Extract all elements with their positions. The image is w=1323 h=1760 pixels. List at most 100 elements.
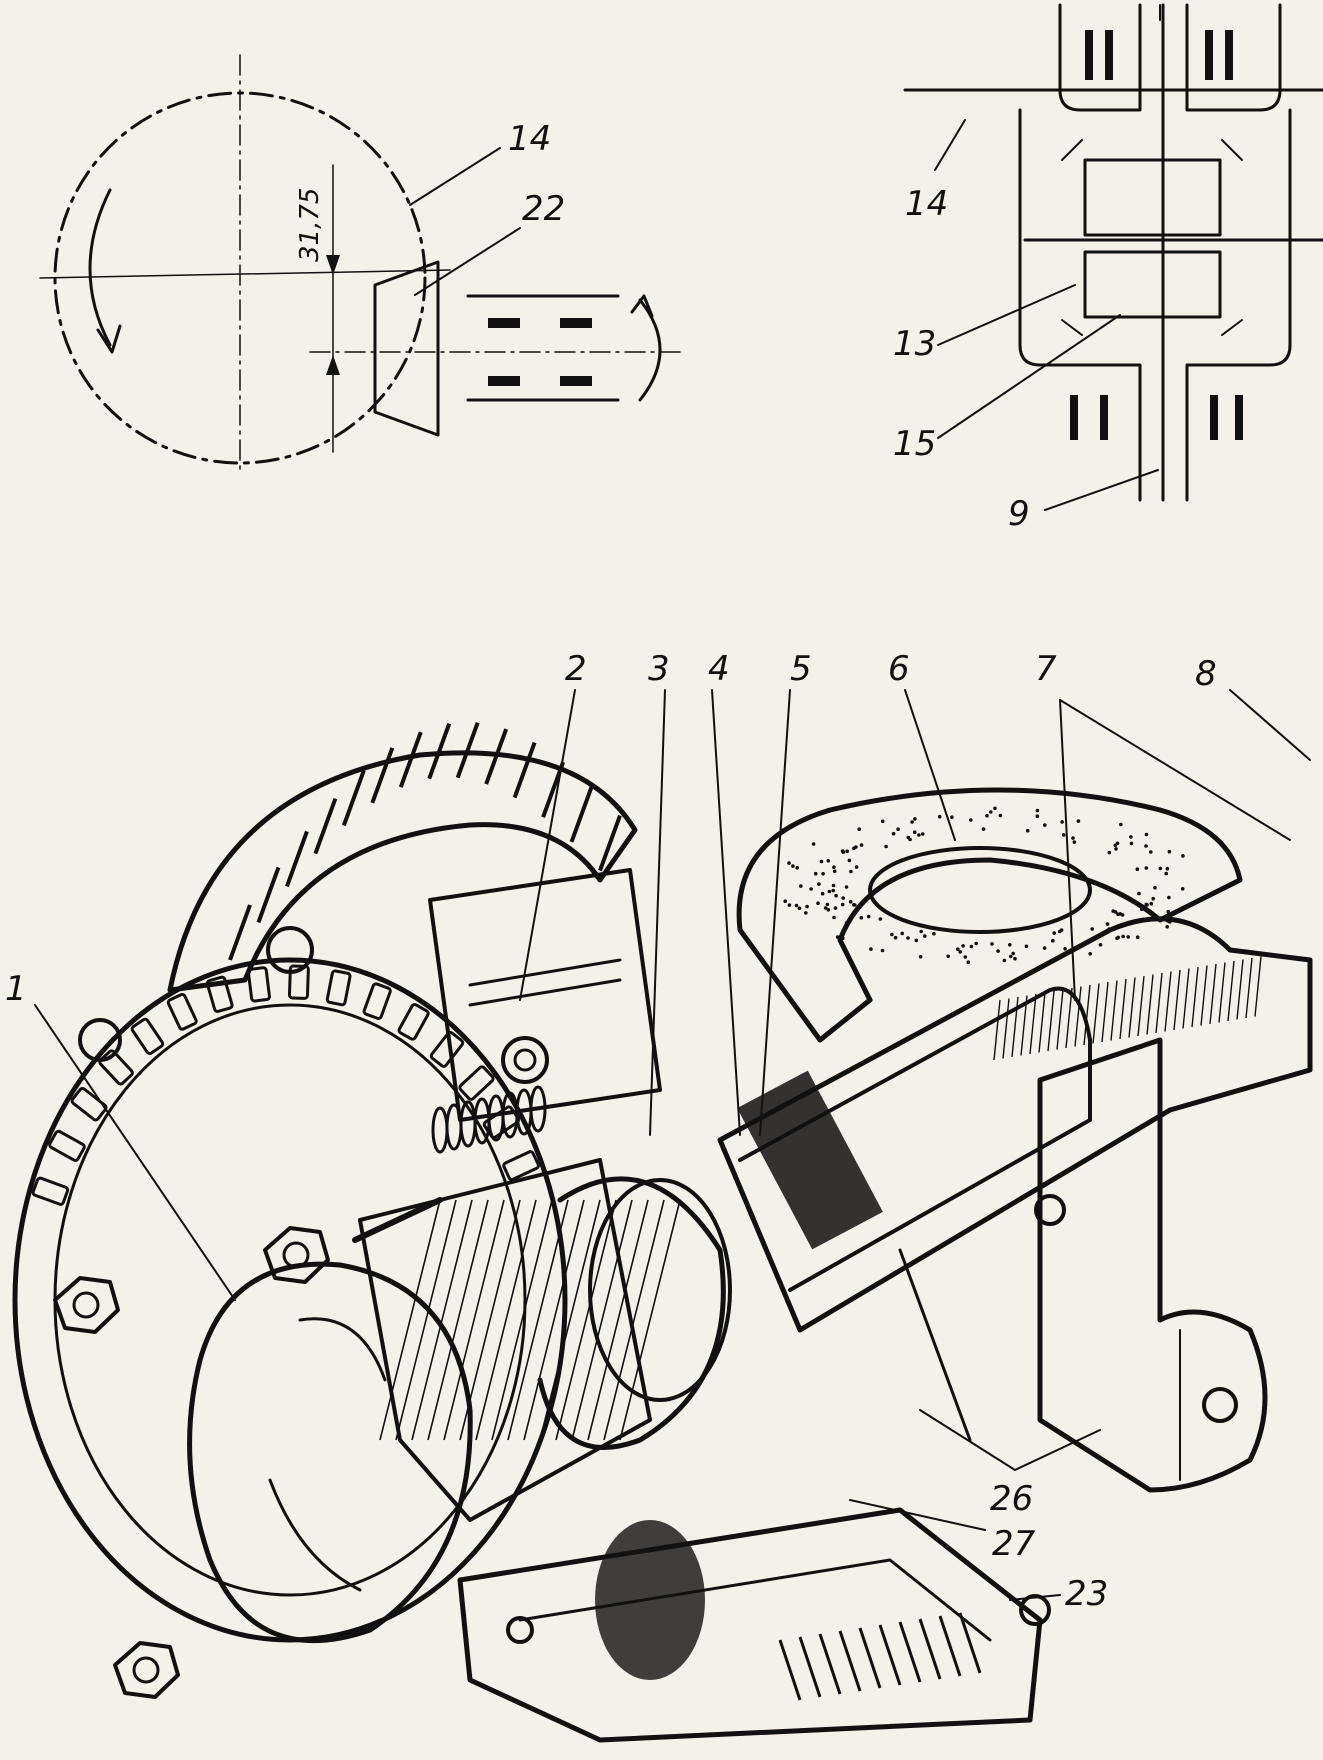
texture-dot <box>820 891 825 896</box>
caliper-fin <box>484 728 509 785</box>
shade-line <box>1056 989 1064 1050</box>
label-13: 13 <box>893 324 936 364</box>
hatch-line <box>555 1199 617 1441</box>
texture-dot <box>937 814 942 819</box>
label-8: 8 <box>1195 654 1217 694</box>
caliper-pin-center <box>513 1048 537 1072</box>
vent-slot <box>325 969 352 1007</box>
texture-dot <box>966 960 971 964</box>
texture-dot <box>891 831 896 836</box>
texture-dot <box>805 904 809 909</box>
texture-dot <box>841 936 845 941</box>
bearing-mark <box>1070 395 1078 440</box>
mount-hole <box>266 926 314 974</box>
hatch-line <box>619 1199 681 1441</box>
disc-vent-slots <box>31 964 540 1206</box>
texture-dot <box>914 938 919 943</box>
housing-bolt <box>506 1616 534 1644</box>
spindle-bearing <box>488 318 520 328</box>
leader-26b <box>1014 1429 1101 1471</box>
texture-dot <box>1137 891 1141 896</box>
shade-line <box>1164 971 1172 1032</box>
texture-dot <box>1042 946 1047 950</box>
shade-line <box>1236 959 1244 1020</box>
caliper-fin <box>370 747 395 804</box>
leader-8 <box>1229 689 1311 761</box>
texture-dot <box>857 827 861 831</box>
label-9: 9 <box>1008 494 1030 534</box>
texture-dot <box>859 916 864 920</box>
return-spring <box>431 1085 547 1154</box>
texture-dot <box>1129 835 1133 839</box>
vent-slot <box>502 1150 540 1182</box>
vent-slot <box>98 1049 134 1086</box>
shade-line <box>1020 995 1028 1056</box>
texture-dot <box>847 858 852 863</box>
texture-dot <box>1013 956 1017 961</box>
hatch-line <box>539 1199 601 1441</box>
vent-slot <box>205 975 234 1013</box>
vent-slot <box>48 1129 86 1162</box>
joint-yoke <box>537 1176 726 1450</box>
caliper-fin <box>598 814 622 872</box>
caliper-fin <box>427 722 452 780</box>
shade-line <box>1110 980 1118 1041</box>
texture-dot <box>811 842 816 846</box>
texture-dot <box>817 882 821 886</box>
texture-dot <box>969 818 973 822</box>
leader-5 <box>759 689 791 1136</box>
upper-right-housing <box>1185 3 1282 112</box>
texture-dot <box>1052 931 1056 935</box>
texture-dot <box>832 869 837 874</box>
texture-dot <box>1008 954 1013 959</box>
dimension-label: 31,75 <box>295 188 325 262</box>
hatch-line <box>571 1199 633 1441</box>
texture-dot <box>958 950 962 954</box>
caliper-fins <box>228 721 622 961</box>
housing-ribs <box>778 1612 982 1701</box>
housing-rib <box>938 1615 962 1677</box>
texture-dot <box>1072 840 1077 844</box>
hatch-line <box>491 1199 553 1441</box>
vent-slot <box>287 964 310 1000</box>
texture-dot <box>906 835 911 840</box>
bracket-26 <box>1037 1037 1268 1493</box>
leader-15 <box>937 314 1121 439</box>
texture-dot <box>1139 907 1144 911</box>
vent-slot <box>246 966 271 1003</box>
texture-dot <box>787 861 791 865</box>
texture-dot <box>859 843 864 847</box>
rotation-arrow <box>88 188 112 347</box>
texture-dot <box>981 827 986 831</box>
texture-dot <box>998 813 1003 818</box>
texture-dot <box>1063 947 1067 951</box>
leader-7 <box>1059 699 1076 1001</box>
gear-tooth <box>1221 319 1243 336</box>
texture-dot <box>912 830 917 834</box>
hatch-line <box>379 1199 441 1441</box>
shade-line <box>1128 977 1136 1038</box>
leader-22 <box>414 227 521 296</box>
texture-dot <box>880 819 885 824</box>
texture-dot <box>841 896 845 900</box>
shade-line <box>1065 987 1073 1049</box>
tie-rod <box>352 1197 443 1243</box>
texture-dot <box>1008 943 1012 947</box>
label-6: 6 <box>888 649 910 689</box>
knuckle-hatching <box>379 1199 681 1441</box>
vent-slot <box>166 992 198 1031</box>
leader-27 <box>849 1499 986 1531</box>
bearing-mark <box>1085 30 1093 80</box>
caliper-fin <box>285 830 309 888</box>
texture-dot <box>1035 814 1040 818</box>
shade-line <box>1182 968 1190 1029</box>
mount-hole <box>78 1018 122 1062</box>
texture-dot <box>884 844 888 849</box>
cage-left <box>1018 108 1142 502</box>
caliper-fin <box>398 731 423 788</box>
texture-dot <box>821 872 825 876</box>
texture-dot <box>913 817 917 821</box>
leader-14 <box>409 147 501 206</box>
texture-dot <box>1158 866 1163 871</box>
brace <box>898 1248 972 1442</box>
